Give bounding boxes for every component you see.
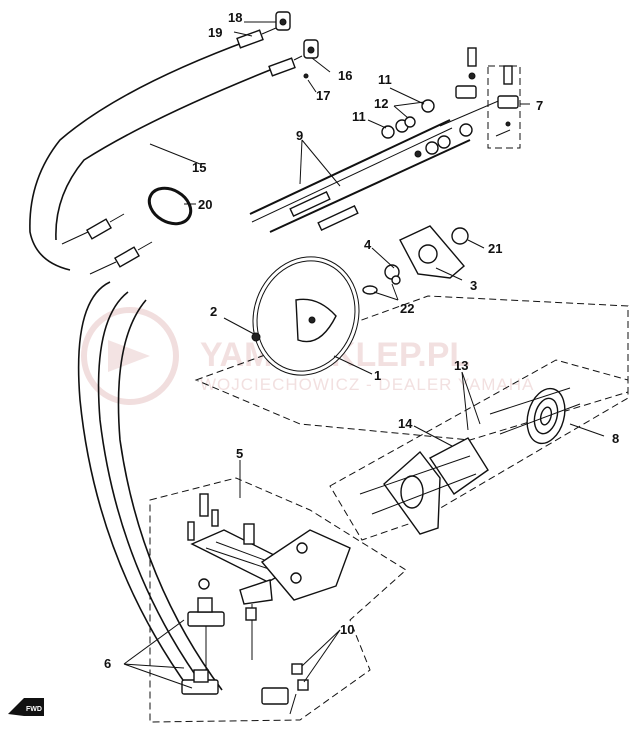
callout-2: 2 [210, 304, 217, 319]
cable-end-fitting-b [89, 241, 153, 275]
callout-3: 3 [470, 278, 477, 293]
callout-11-lower: 11 [352, 109, 366, 124]
cable-set-15 [29, 39, 276, 691]
callout-8: 8 [612, 431, 619, 446]
leader-lines [123, 21, 605, 689]
callout-1: 1 [374, 368, 381, 383]
callout-labels: 18 19 16 17 11 12 11 7 9 15 20 21 3 4 22… [104, 10, 619, 671]
callout-20: 20 [198, 197, 212, 212]
callout-10: 10 [340, 622, 354, 637]
cap-21 [451, 227, 469, 245]
nut-washer-22 [362, 264, 401, 295]
o-ring-20 [147, 186, 193, 226]
watermark-logo [81, 307, 179, 405]
pedal-assembly-5 [190, 529, 351, 660]
callout-13: 13 [454, 358, 468, 373]
bolt-2 [251, 332, 261, 342]
callout-18: 18 [228, 10, 242, 25]
steering-cables-9 [249, 95, 511, 233]
callout-16: 16 [338, 68, 352, 83]
cable-end-fitting-19 [236, 27, 277, 49]
callout-12: 12 [374, 96, 388, 111]
bracket-assembly-group-boundary [149, 477, 407, 723]
pin-17 [303, 73, 309, 79]
helm-plate-14 [383, 437, 489, 535]
callout-11-upper: 11 [378, 72, 392, 87]
callout-14: 14 [398, 416, 413, 431]
callout-4: 4 [364, 237, 372, 252]
mount-brackets-6 [181, 597, 289, 705]
steering-wheel-1 [252, 256, 360, 376]
bolts-13 [359, 387, 581, 515]
fwd-direction-arrow: FWD [8, 698, 44, 716]
bolts-10 [289, 663, 309, 715]
helm-pulley-8 [526, 387, 566, 445]
clip-16 [303, 39, 319, 59]
clip-18 [275, 11, 291, 31]
callout-6: 6 [104, 656, 111, 671]
bolts-top-left [187, 493, 255, 590]
bracket-3-hole [418, 244, 438, 264]
cable-end-fitting-a [61, 213, 125, 245]
fwd-label: FWD [26, 706, 42, 713]
callout-15: 15 [192, 160, 206, 175]
callout-17: 17 [316, 88, 330, 103]
end-connectors-7 [455, 47, 519, 137]
callout-7: 7 [536, 98, 543, 113]
helm-assembly-group-boundary [329, 359, 629, 541]
callout-9: 9 [296, 128, 303, 143]
callout-21: 21 [488, 241, 502, 256]
watermark-subtext: WOJCIECHOWICZ - DEALER YAMAHA [200, 375, 534, 394]
nuts-and-washers-11-12 [381, 99, 473, 158]
callout-5: 5 [236, 446, 243, 461]
callout-22: 22 [400, 301, 414, 316]
callout-19: 19 [208, 25, 222, 40]
cable-end-fitting-lower [268, 55, 303, 77]
hardware-7-group-boundary [487, 65, 521, 149]
